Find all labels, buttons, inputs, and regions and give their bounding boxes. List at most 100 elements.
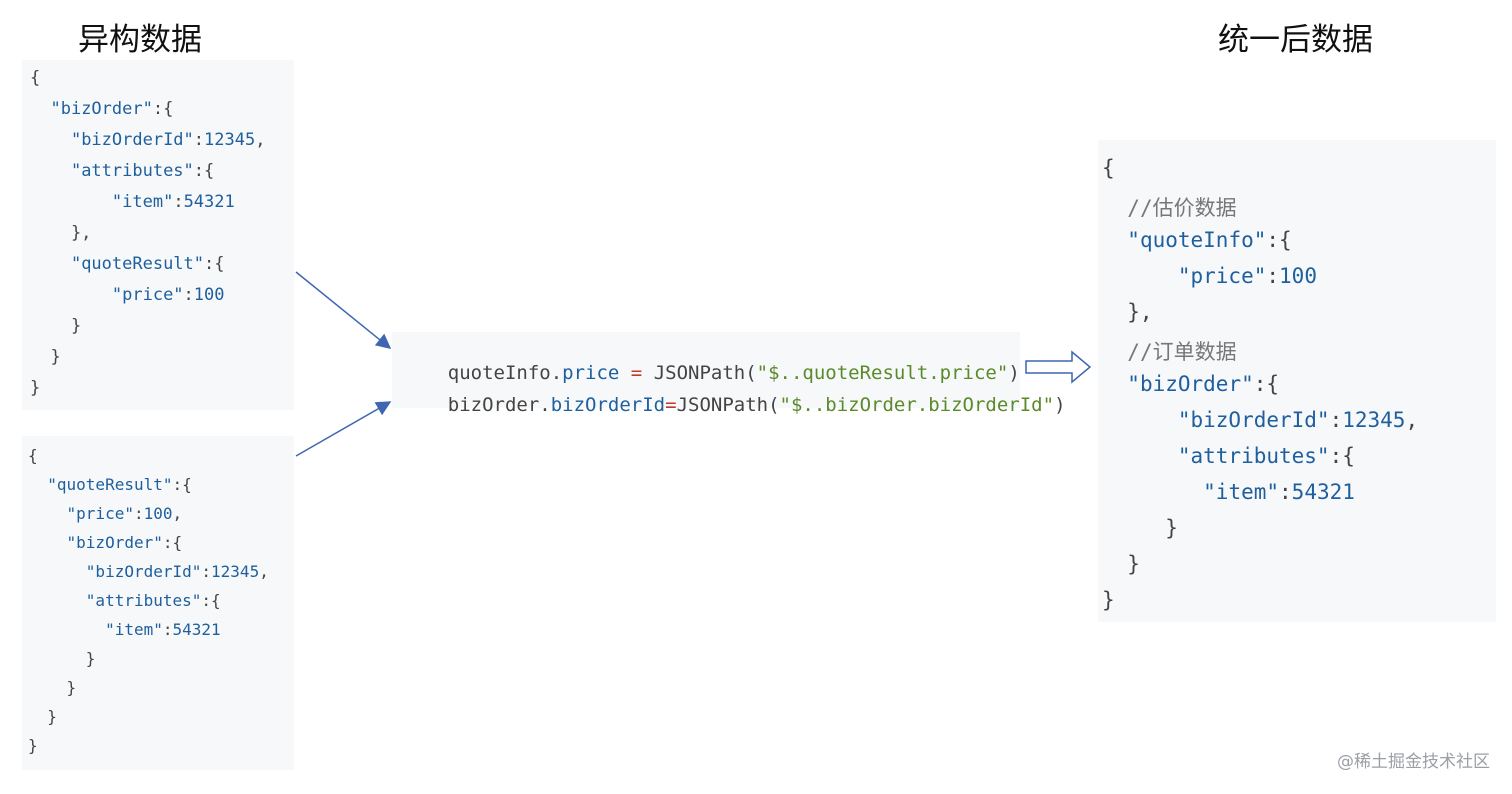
arrow-block1-to-mapping bbox=[295, 271, 392, 349]
mapping-line-1: quoteInfo.price = JSONPath("$..quoteResu… bbox=[402, 340, 1020, 406]
mapping-1-fn: JSONPath( bbox=[653, 362, 757, 384]
block2-line: "bizOrder":{ bbox=[28, 533, 183, 552]
block2-token: } bbox=[28, 707, 57, 726]
block1-token: } bbox=[30, 378, 41, 398]
block1-token: : bbox=[183, 285, 194, 305]
block1-token: "bizOrder" bbox=[50, 99, 153, 119]
block2-line: } bbox=[28, 736, 38, 755]
result-token: } bbox=[1102, 552, 1140, 576]
block2-token: "item" bbox=[105, 620, 163, 639]
result-token: 54321 bbox=[1291, 480, 1355, 504]
block1-token: :{ bbox=[193, 161, 215, 181]
block2-token: 100 bbox=[143, 504, 173, 523]
result-line: "item":54321 bbox=[1102, 480, 1355, 504]
block1-token: } bbox=[30, 347, 61, 367]
title-left: 异构数据 bbox=[78, 22, 202, 58]
block2-token: : bbox=[162, 620, 173, 639]
block1-token: , bbox=[255, 130, 266, 150]
result-token: }, bbox=[1102, 300, 1153, 324]
result-line: "price":100 bbox=[1102, 264, 1317, 288]
block2-token: : bbox=[133, 504, 144, 523]
result-token: } bbox=[1102, 516, 1178, 540]
block1-line: "quoteResult":{ bbox=[30, 254, 225, 274]
result-token: { bbox=[1102, 156, 1115, 180]
result-token: "attributes" bbox=[1177, 444, 1330, 468]
title-right: 统一后数据 bbox=[1218, 22, 1373, 58]
block2-token: 12345 bbox=[211, 562, 260, 581]
result-token: :{ bbox=[1253, 372, 1280, 396]
result-line: { bbox=[1102, 156, 1115, 180]
mapping-line-2: bizOrder.bizOrderId=JSONPath("$..bizOrde… bbox=[402, 372, 1066, 438]
block1-token: 54321 bbox=[183, 192, 235, 212]
result-token: : bbox=[1329, 408, 1343, 432]
block2-token: :{ bbox=[162, 533, 183, 552]
block2-line: "attributes":{ bbox=[28, 591, 221, 610]
result-token: :{ bbox=[1266, 228, 1292, 252]
result-line: "attributes":{ bbox=[1102, 444, 1355, 468]
mapping-2-fn: JSONPath( bbox=[676, 394, 780, 416]
mapping-2-field: bizOrderId bbox=[550, 394, 666, 416]
block2-line: { bbox=[28, 446, 38, 465]
block1-token: } bbox=[30, 316, 82, 336]
result-line: "bizOrderId":12345, bbox=[1102, 408, 1418, 432]
block2-token: :{ bbox=[172, 475, 192, 494]
block1-token: :{ bbox=[152, 99, 174, 119]
block1-token: 12345 bbox=[204, 130, 256, 150]
result-line: "quoteInfo":{ bbox=[1102, 228, 1292, 252]
result-line: //订单数据 bbox=[1102, 336, 1236, 366]
block1-token: : bbox=[193, 130, 205, 150]
hollow-arrow-to-result bbox=[1025, 350, 1092, 384]
arrow-block2-to-mapping bbox=[295, 401, 392, 457]
result-line: //估价数据 bbox=[1102, 192, 1236, 222]
block1-line: "bizOrderId":12345, bbox=[30, 130, 266, 150]
block1-line: "bizOrder":{ bbox=[30, 99, 173, 119]
block2-line: } bbox=[28, 707, 57, 726]
result-line: "bizOrder":{ bbox=[1102, 372, 1279, 396]
block1-line: "item":54321 bbox=[30, 192, 235, 212]
result-token: "price" bbox=[1177, 264, 1267, 288]
block1-token: :{ bbox=[204, 254, 225, 274]
mapping-2-arg: "$..bizOrder.bizOrderId" bbox=[779, 394, 1055, 416]
block2-token: : bbox=[201, 562, 212, 581]
result-line: } bbox=[1102, 516, 1178, 540]
block1-token: "attributes" bbox=[70, 161, 194, 181]
mapping-1-close: ) bbox=[1008, 362, 1020, 384]
block2-line: } bbox=[28, 649, 96, 668]
block1-token: : bbox=[173, 192, 184, 212]
mapping-1-eq: = bbox=[619, 362, 654, 384]
result-token: 12345 bbox=[1342, 408, 1406, 432]
block1-token: "item" bbox=[111, 192, 174, 212]
block2-token: "attributes" bbox=[85, 591, 202, 610]
block2-line: "bizOrderId":12345, bbox=[28, 562, 269, 581]
block2-line: } bbox=[28, 678, 77, 697]
code-block-mapping: quoteInfo.price = JSONPath("$..quoteResu… bbox=[392, 332, 1066, 416]
block1-line: } bbox=[30, 316, 81, 336]
block1-line: "price":100 bbox=[30, 285, 225, 305]
block2-line: "item":54321 bbox=[28, 620, 221, 639]
result-token: :{ bbox=[1329, 444, 1355, 468]
block1-token: { bbox=[30, 68, 41, 88]
result-token: } bbox=[1102, 588, 1115, 612]
result-line: }, bbox=[1102, 300, 1153, 324]
mapping-2-close: ) bbox=[1054, 394, 1066, 416]
code-block-heterogeneous-1: { "bizOrder":{ "bizOrderId":12345, "attr… bbox=[22, 60, 294, 410]
mapping-2-obj: bizOrder. bbox=[447, 394, 551, 416]
mapping-1-obj: quoteInfo. bbox=[447, 362, 563, 384]
block2-token: , bbox=[172, 504, 183, 523]
block1-line: } bbox=[30, 347, 61, 367]
result-line: } bbox=[1102, 552, 1140, 576]
result-line: } bbox=[1102, 588, 1115, 612]
block2-token: , bbox=[259, 562, 269, 581]
block2-line: "price":100, bbox=[28, 504, 183, 523]
result-token: "item" bbox=[1203, 480, 1280, 504]
block2-token: } bbox=[28, 678, 77, 697]
block2-token: "bizOrder" bbox=[66, 533, 163, 552]
block2-token: :{ bbox=[201, 591, 221, 610]
block1-line: }, bbox=[30, 223, 91, 243]
result-token: , bbox=[1405, 408, 1419, 432]
result-token: "bizOrder" bbox=[1127, 372, 1254, 396]
block1-token: }, bbox=[30, 223, 92, 243]
block2-line: "quoteResult":{ bbox=[28, 475, 192, 494]
block2-token: "quoteResult" bbox=[47, 475, 173, 494]
